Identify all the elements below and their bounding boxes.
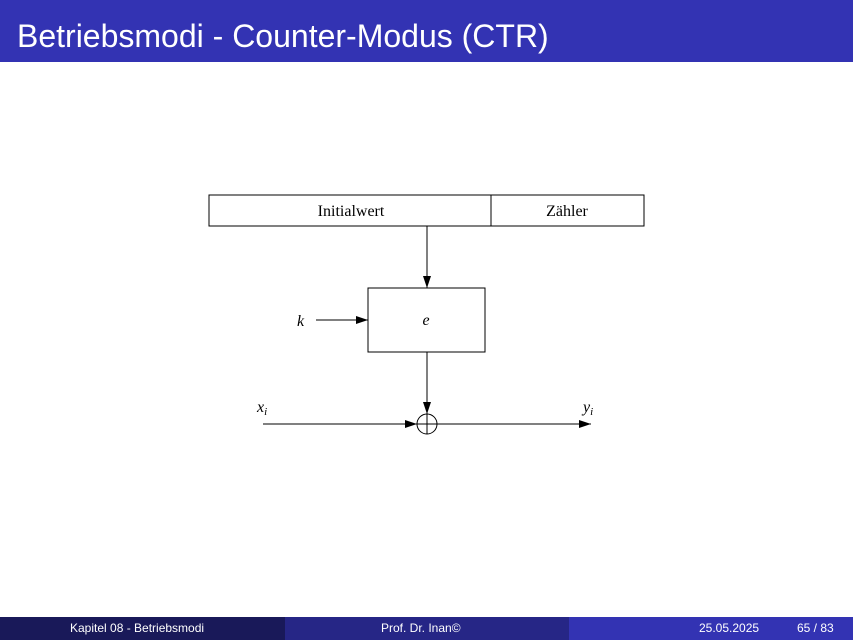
output-label: yi [581, 399, 593, 418]
footer-chapter-section: Kapitel 08 - Betriebsmodi [0, 617, 285, 640]
footer-author-section: Prof. Dr. Inan© [285, 617, 569, 640]
key-label: k [297, 313, 305, 330]
slide-title: Betriebsmodi - Counter-Modus (CTR) [17, 18, 549, 54]
title-bar: Betriebsmodi - Counter-Modus (CTR) [0, 0, 853, 62]
footer-author: Prof. Dr. Inan© [381, 621, 461, 635]
footer-info-section: 25.05.2025 65 / 83 [569, 617, 853, 640]
footer-chapter: Kapitel 08 - Betriebsmodi [70, 621, 205, 635]
register-initial-label: Initialwert [318, 203, 385, 220]
footer-page-number: 65 / 83 [797, 621, 834, 635]
input-label: xi [256, 399, 267, 418]
register-counter-label: Zähler [546, 203, 588, 220]
footer-date: 25.05.2025 [699, 621, 760, 635]
footer: Kapitel 08 - Betriebsmodi Prof. Dr. Inan… [0, 617, 853, 640]
cipher-label: e [422, 312, 429, 329]
